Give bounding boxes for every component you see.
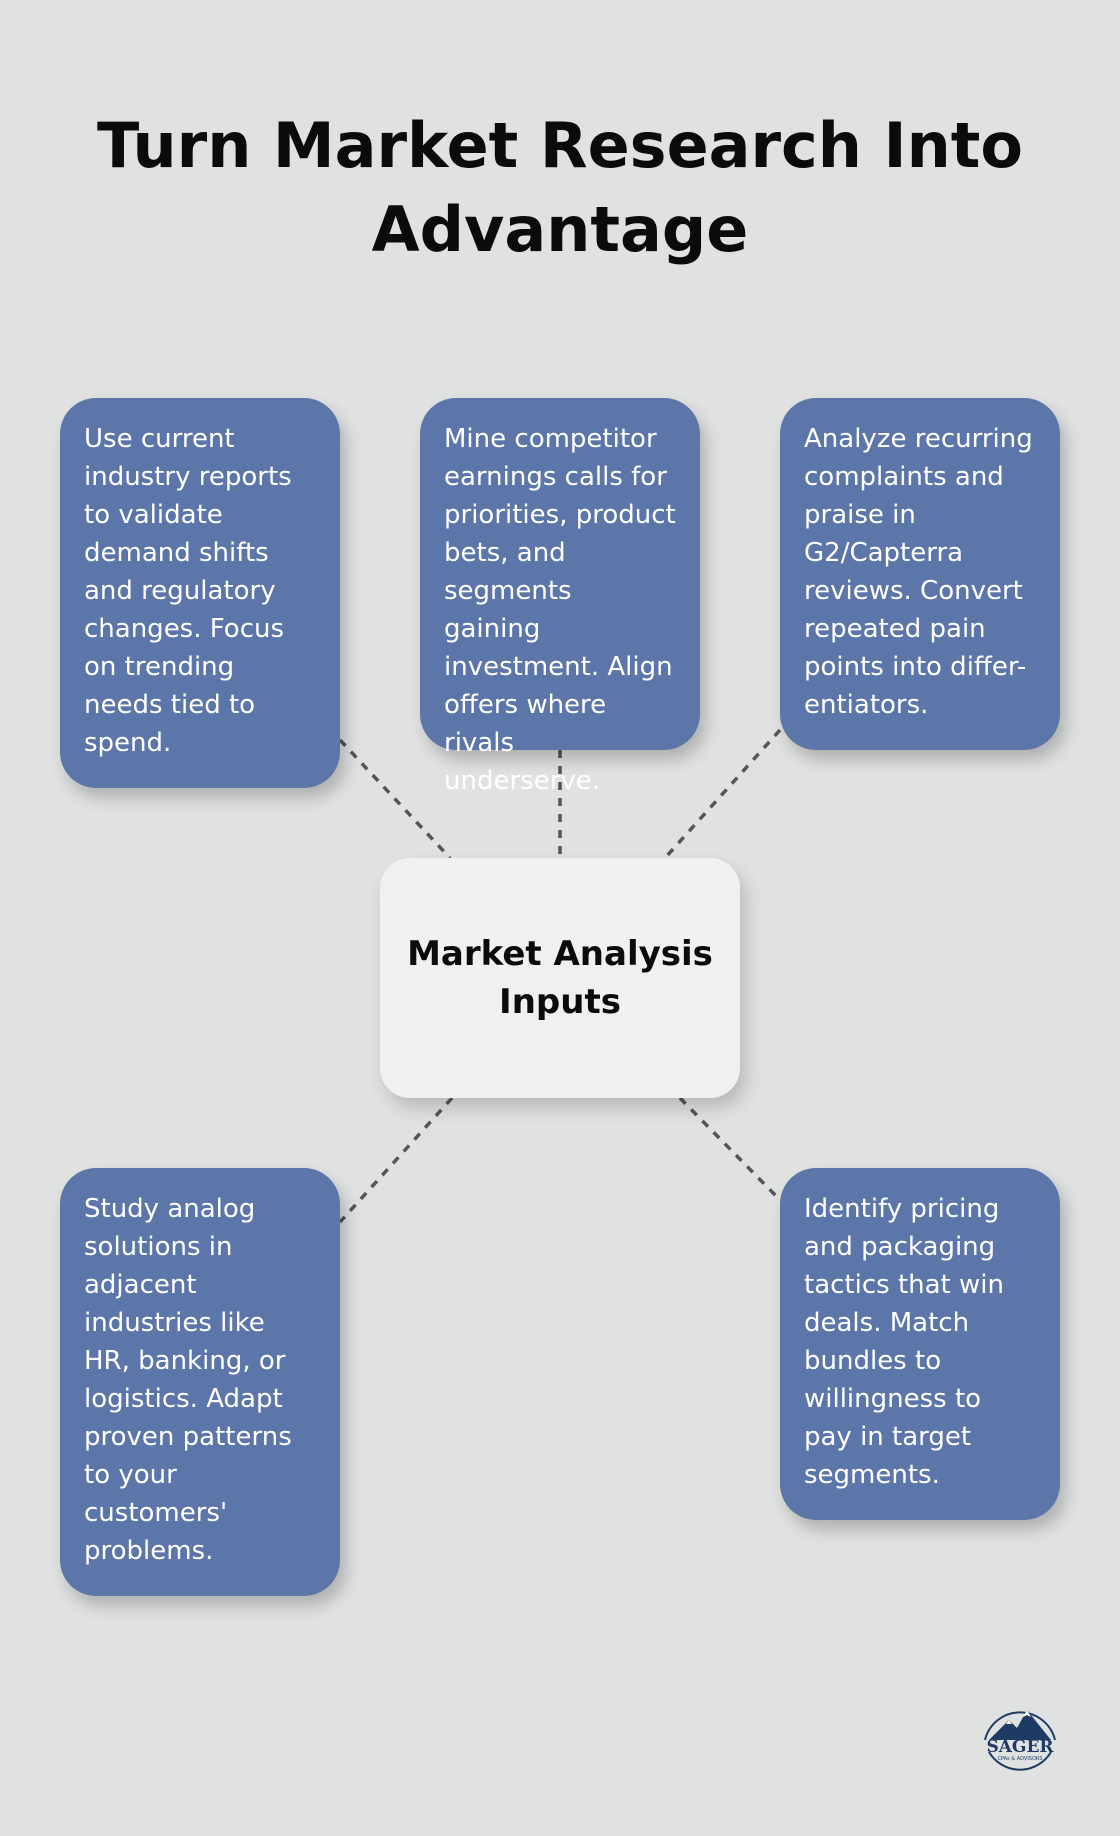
connector-line-top-right [663,728,782,860]
card-text: Analyze recurring complaints and praise … [804,424,1033,720]
card-review-analysis: Analyze recurring complaints and praise … [780,398,1060,750]
connector-line-bottom-right [678,1096,782,1202]
connector-line-bottom-left [338,1096,454,1224]
card-competitor-earnings: Mine competitor earnings calls for prior… [420,398,700,796]
card-adjacent-industries: Study analog solutions in adjacent indus… [60,1168,340,1596]
connector-line-top-left [338,738,452,860]
center-label: Market Analysis Inputs [407,934,713,1022]
sager-logo: SAGER CPAs & ADVISORS [984,1710,1056,1771]
center-node: Market Analysis Inputs [380,858,740,1098]
page-title: Turn Market Research Into Advantage [97,109,1023,266]
card-industry-reports: Use current industry reports to validate… [60,398,340,788]
card-text: Identify pricing and packaging tactics t… [804,1194,1004,1490]
logo-tagline: CPAs & ADVISORS [997,1756,1042,1762]
card-text: Mine competitor earnings calls for prior… [444,424,676,796]
card-text: Use current industry reports to validate… [84,424,292,758]
logo-name: SAGER [986,1737,1054,1757]
card-pricing-tactics: Identify pricing and packaging tactics t… [780,1168,1060,1520]
card-text: Study analog solutions in adjacent indus… [84,1194,292,1566]
